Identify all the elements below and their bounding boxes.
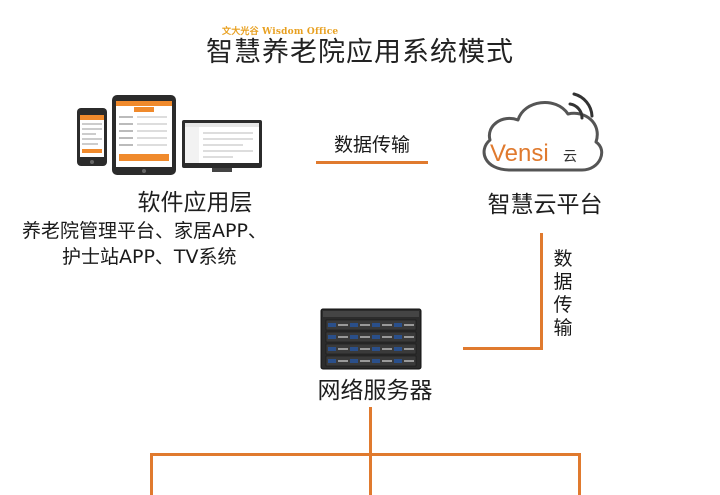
connector-cloud-server-horizontal xyxy=(463,347,543,350)
connector-branch-right xyxy=(578,453,581,495)
connector-branch-left xyxy=(150,453,153,495)
data-transfer-label-horizontal: 数据传输 xyxy=(333,134,410,156)
cloud-icon: Vensi 云 xyxy=(482,92,604,172)
devices-illustration xyxy=(77,95,262,175)
network-server-label: 网络服务器 xyxy=(317,378,433,404)
cloud-brand-text: Vensi xyxy=(490,140,549,167)
software-layer-desc-line2: 护士站APP、TV系统 xyxy=(62,246,237,268)
cloud-platform-label: 智慧云平台 xyxy=(487,192,603,218)
connector-software-cloud xyxy=(316,161,428,164)
connector-cloud-server-vertical xyxy=(540,233,543,350)
server-icon xyxy=(320,308,422,370)
flow-v-char: 输 xyxy=(553,317,573,339)
data-transfer-label-vertical: 数 据 传 输 xyxy=(550,248,576,340)
watermark-logo-text: 文大光谷 Wisdom Office xyxy=(222,27,339,37)
flow-v-char: 传 xyxy=(553,294,573,316)
tablet-icon xyxy=(112,95,176,175)
connector-branch-horizontal xyxy=(150,453,581,456)
connector-branch-center xyxy=(369,453,372,495)
software-layer-label: 软件应用层 xyxy=(137,190,253,216)
monitor-icon xyxy=(182,120,262,172)
flow-v-char: 据 xyxy=(553,271,573,293)
diagram-title: 智慧养老院应用系统模式 xyxy=(206,37,514,68)
phone-icon xyxy=(77,108,107,166)
software-layer-desc-line1: 养老院管理平台、家居APP、 xyxy=(22,220,267,242)
flow-v-char: 数 xyxy=(553,248,573,270)
connector-server-down xyxy=(369,407,372,455)
cloud-brand-suffix: 云 xyxy=(563,149,577,165)
signal-icon xyxy=(568,102,584,120)
